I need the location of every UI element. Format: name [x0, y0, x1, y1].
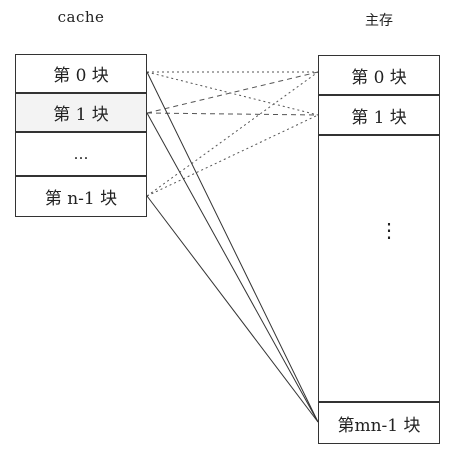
memory-block-1: 第 1 块 — [318, 95, 440, 135]
cache-ellipsis: … — [15, 132, 147, 176]
map-line-cn-m1 — [146, 114, 319, 197]
memory-ellipsis: ⋮ — [379, 218, 399, 242]
map-line-cn-m0 — [146, 71, 319, 197]
map-line-c1-m0 — [146, 71, 319, 114]
map-line-c0-mlast — [146, 71, 319, 423]
memory-body — [318, 135, 440, 402]
map-line-c1-m1 — [146, 112, 319, 116]
map-line-c1-mlast — [146, 112, 319, 423]
main-memory-title: 主存 — [365, 13, 393, 29]
cache-title: cache — [57, 8, 105, 26]
cache-block-n-1: 第 n-1 块 — [15, 176, 147, 217]
map-line-cn-mlast — [146, 195, 319, 423]
memory-block-0: 第 0 块 — [318, 55, 440, 95]
cache-block-1: 第 1 块 — [15, 93, 147, 132]
map-line-c0-m1 — [146, 71, 319, 116]
memory-block-mn-1: 第mn-1 块 — [318, 402, 440, 444]
cache-block-0: 第 0 块 — [15, 54, 147, 93]
